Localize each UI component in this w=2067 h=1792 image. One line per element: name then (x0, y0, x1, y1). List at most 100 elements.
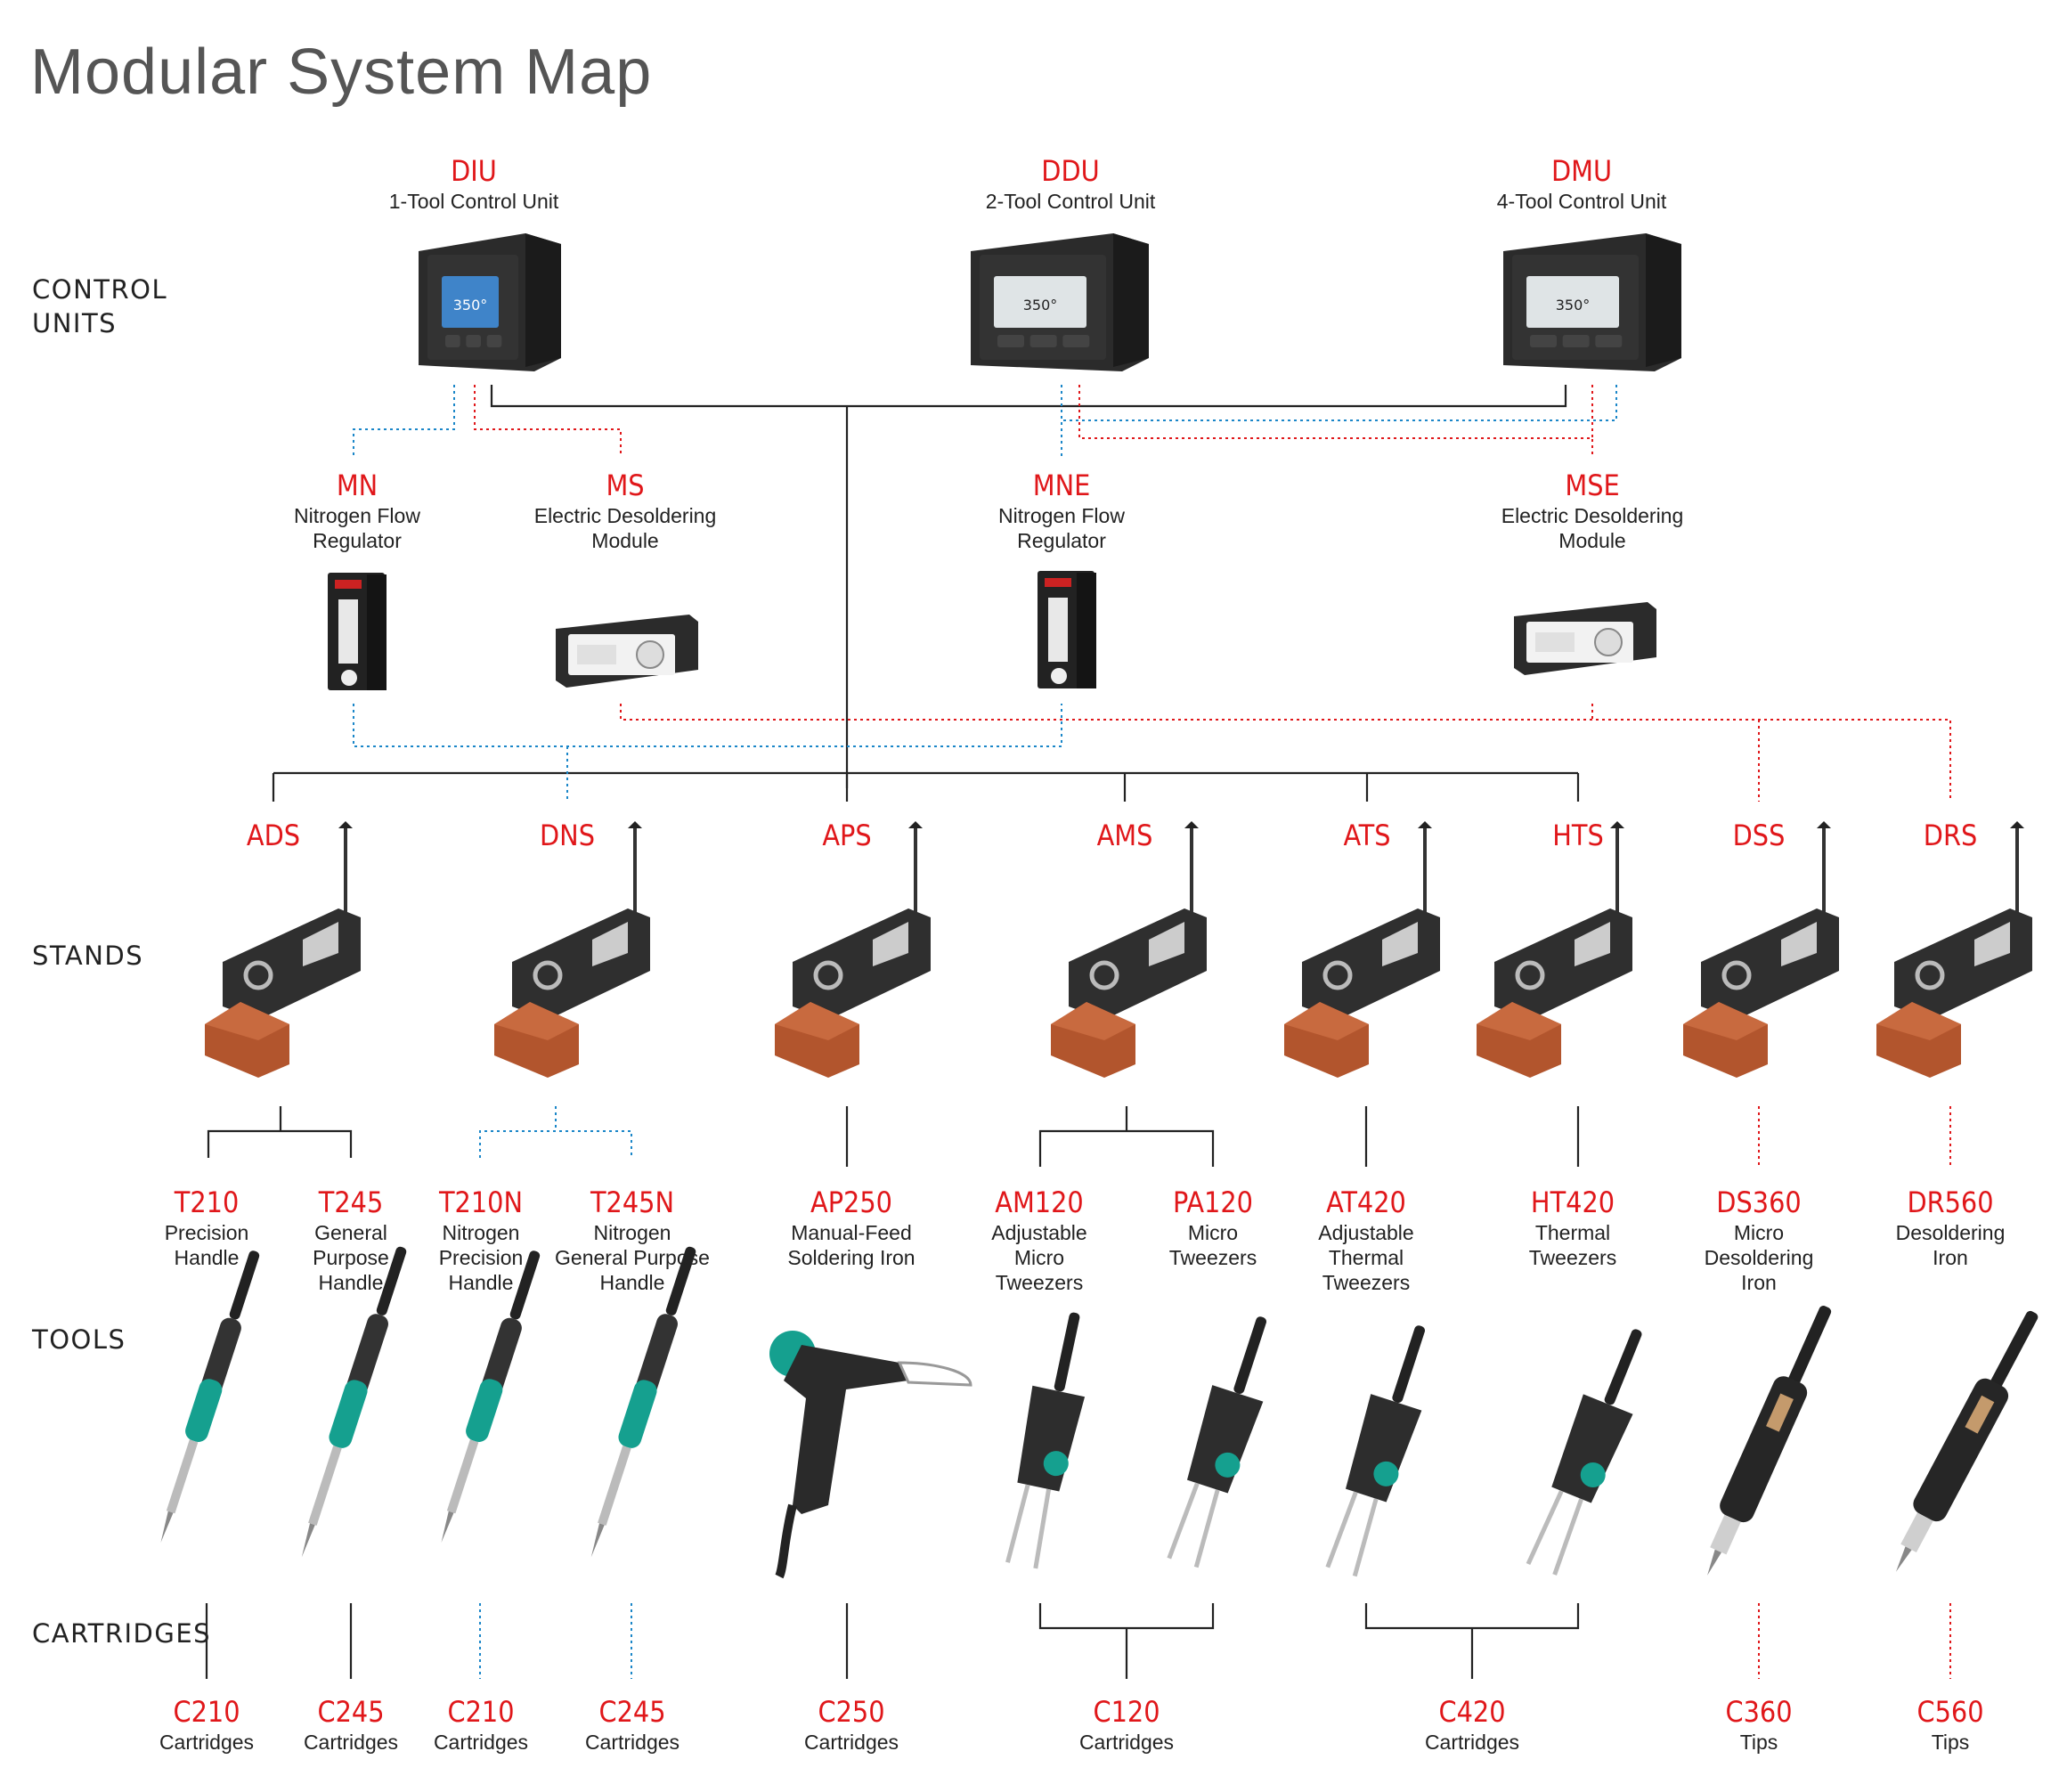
tool-holder-icon (1721, 960, 1752, 990)
stand-aps[interactable]: APS (731, 818, 963, 853)
handle-grip (185, 1379, 223, 1442)
tool-pa120[interactable]: PA120 Micro Tweezers (1097, 1185, 1329, 1270)
cartridge-c250[interactable]: C250 Cartridges (736, 1694, 967, 1755)
cartridge-code: C210 (173, 1695, 240, 1729)
cartridge-desc: Cartridges (584, 1731, 680, 1754)
cartridge-desc: Cartridges (159, 1731, 255, 1754)
cartridge-c120[interactable]: C120 Cartridges (1011, 1694, 1242, 1755)
module-code: MNE (1032, 468, 1091, 502)
tool-holder-icon (243, 960, 273, 990)
tool-image-ht420 (1526, 1329, 1642, 1576)
tool-holder-icon (1322, 960, 1353, 990)
stand-image-hts (1477, 821, 1632, 1078)
section-label-tools: TOOLS (32, 1324, 126, 1355)
section-label-cartridges: CARTRIDGES (32, 1618, 212, 1649)
nitrogen-regulator-image-mn (328, 573, 387, 690)
stand-ams[interactable]: AMS (1009, 818, 1241, 853)
control-unit-diu[interactable]: DIU 1-Tool Control Unit (358, 153, 590, 214)
stand-dns[interactable]: DNS (452, 818, 683, 853)
tool-desc: General Purpose Handle (313, 1221, 389, 1294)
tool-ds360[interactable]: DS360 Micro Desoldering Iron (1643, 1185, 1875, 1295)
cartridge-c420[interactable]: C420 Cartridges (1356, 1694, 1588, 1755)
cartridge-desc: Cartridges (1078, 1731, 1175, 1754)
cu-bus-line (490, 385, 1567, 408)
tool-image-am120 (1005, 1312, 1086, 1569)
tool-desc: Precision Handle (164, 1221, 249, 1269)
cartridge-c245[interactable]: C245 Cartridges (235, 1694, 467, 1755)
tool-image-t210n (441, 1250, 541, 1543)
cartridge-c560[interactable]: C560 Tips (1835, 1694, 2066, 1755)
cartridge-code: C210 (447, 1695, 515, 1729)
tool-code: DR560 (1907, 1185, 1994, 1219)
tool-am120[interactable]: AM120 Adjustable Micro Tweezers (924, 1185, 1155, 1295)
display-temperature: 350° (1023, 297, 1058, 314)
tool-ht420[interactable]: HT420 Thermal Tweezers (1457, 1185, 1689, 1270)
tool-holder-icon (813, 960, 843, 990)
stand-code: DNS (540, 819, 595, 852)
tool-t210n[interactable]: T210N Nitrogen Precision Handle (365, 1185, 597, 1295)
stand-code: AMS (1096, 819, 1153, 852)
tool-desc: Thermal Tweezers (1528, 1221, 1617, 1269)
c120-cart (1038, 1603, 1215, 1679)
module-mse[interactable]: MSE Electric Desoldering Module (1477, 468, 1708, 553)
module-code: MN (336, 468, 378, 502)
tool-code: DS360 (1716, 1185, 1802, 1219)
stand-ads[interactable]: ADS (158, 818, 389, 853)
cartridge-c210[interactable]: C210 Cartridges (91, 1694, 322, 1755)
tool-at420[interactable]: AT420 Adjustable Thermal Tweezers (1250, 1185, 1482, 1295)
cartridge-c360[interactable]: C360 Tips (1643, 1694, 1875, 1755)
tool-t210[interactable]: T210 Precision Handle (91, 1185, 322, 1270)
stand-dss[interactable]: DSS (1643, 818, 1875, 853)
control-unit-image-diu: 350° (419, 233, 561, 371)
control-unit-dmu[interactable]: DMU 4-Tool Control Unit (1466, 153, 1697, 214)
tool-t245[interactable]: T245 General Purpose Handle (235, 1185, 467, 1295)
tool-code: AM120 (995, 1185, 1084, 1219)
cartridge-desc: Tips (1739, 1731, 1778, 1754)
control-unit-desc: 2-Tool Control Unit (985, 190, 1156, 213)
ads-to-tools (207, 1106, 353, 1158)
section-label-stands: STANDS (32, 941, 144, 971)
tool-t245n[interactable]: T245N Nitrogen General Purpose Handle (517, 1185, 748, 1295)
cartridge-desc: Cartridges (303, 1731, 399, 1754)
stand-code: APS (822, 819, 872, 852)
tool-dr560[interactable]: DR560 Desoldering Iron (1835, 1185, 2066, 1270)
tool-holder-icon (1089, 960, 1119, 990)
stand-image-dns (494, 821, 650, 1078)
tool-ap250[interactable]: AP250 Manual-Feed Soldering Iron (736, 1185, 967, 1270)
control-unit-desc: 4-Tool Control Unit (1496, 190, 1667, 213)
cartridge-code: C250 (818, 1695, 885, 1729)
tool-code: AP250 (810, 1185, 892, 1219)
tool-code: HT420 (1530, 1185, 1615, 1219)
dns-to-tools (479, 1106, 632, 1158)
handle-grip (618, 1380, 657, 1448)
desoldering-knob-icon (1594, 628, 1623, 656)
module-mne[interactable]: MNE Nitrogen Flow Regulator (946, 468, 1177, 553)
control-unit-image-ddu: 350° (971, 233, 1149, 371)
control-unit-code: DMU (1550, 154, 1613, 188)
cartridge-desc: Cartridges (803, 1731, 899, 1754)
tool-code: T245 (318, 1185, 384, 1219)
stand-code: DSS (1732, 819, 1786, 852)
cartridge-c210-nitrogen[interactable]: C210 Cartridges (365, 1694, 597, 1755)
stand-drs[interactable]: DRS (1835, 818, 2066, 853)
cartridge-c245-nitrogen[interactable]: C245 Cartridges (517, 1694, 748, 1755)
tool-desc: Nitrogen General Purpose Handle (555, 1221, 710, 1294)
cartridge-code: C560 (1916, 1695, 1984, 1729)
control-unit-ddu[interactable]: DDU 2-Tool Control Unit (955, 153, 1186, 214)
flow-knob-icon (341, 670, 357, 686)
stand-ats[interactable]: ATS (1251, 818, 1483, 853)
module-ms[interactable]: MS Electric Desoldering Module (509, 468, 741, 553)
mn-mne-to-dns (353, 704, 1062, 802)
module-desc: Electric Desoldering Module (533, 504, 717, 552)
module-code: MSE (1565, 468, 1620, 502)
stand-hts[interactable]: HTS (1462, 818, 1694, 853)
control-unit-image-dmu: 350° (1503, 233, 1681, 371)
tool-image-at420 (1325, 1325, 1426, 1577)
module-mn[interactable]: MN Nitrogen Flow Regulator (241, 468, 473, 553)
tool-code: T210N (438, 1185, 524, 1219)
tweezer-grip (1215, 1452, 1241, 1478)
desoldering-module-image-ms (556, 615, 698, 688)
tool-desc: Adjustable Micro Tweezers (991, 1221, 1087, 1294)
